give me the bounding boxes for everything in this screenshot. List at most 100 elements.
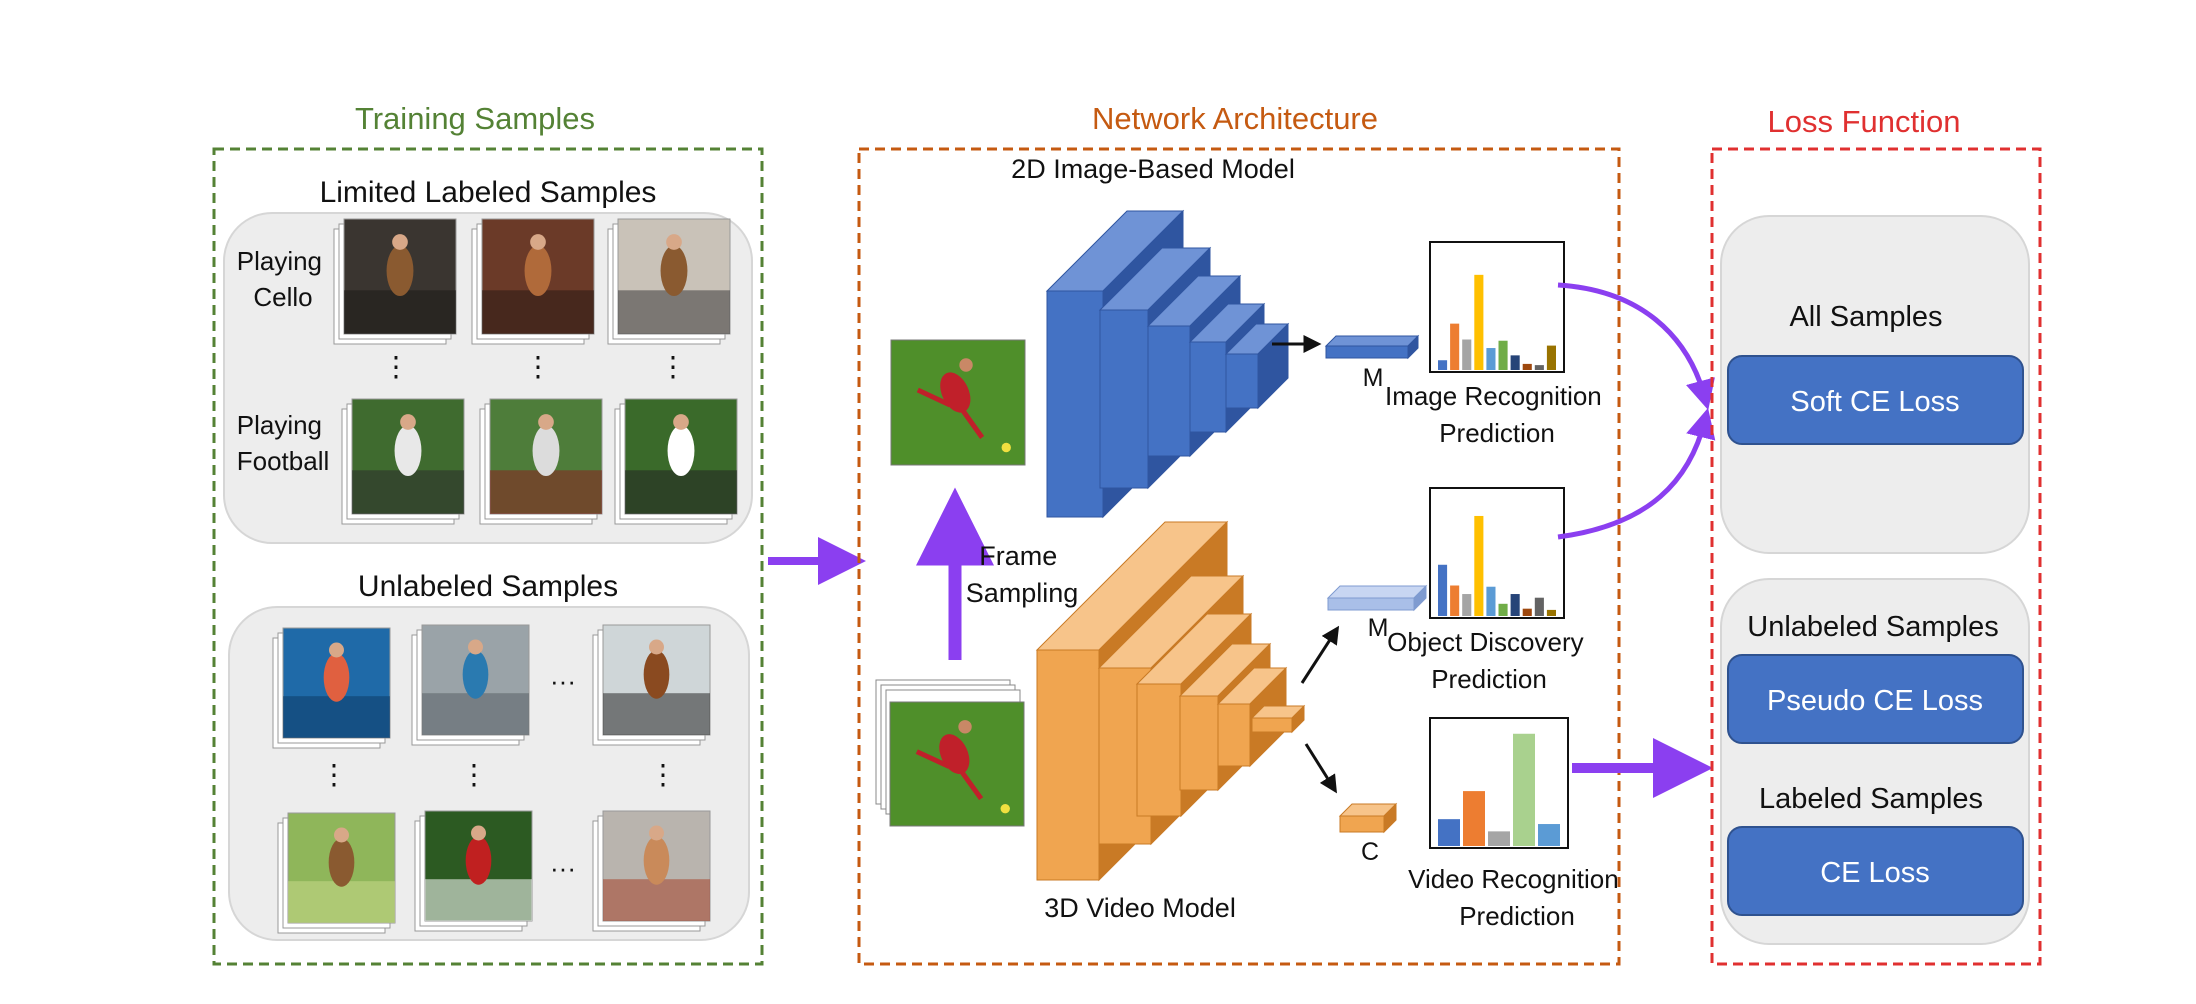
vdots-labeled-2: ⋮ [524, 351, 552, 382]
training-samples-title: Training Samples [355, 101, 595, 136]
input-video-clip [875, 679, 1025, 827]
all-samples-label: All Samples [1789, 301, 1942, 333]
thumbnail-cello-2 [471, 218, 595, 345]
image-prediction-label: Image Recognition Prediction [1385, 381, 1609, 448]
histogram-bar [1522, 608, 1532, 616]
thumbnail-ground [425, 879, 532, 921]
layer-front-face [1179, 695, 1219, 791]
histogram-bar [1534, 365, 1544, 370]
pseudo-ce-loss-label: Pseudo CE Loss [1767, 685, 1983, 717]
thumbnail-ground [422, 693, 529, 735]
class-label-cello-line1: Playing [237, 246, 322, 276]
layer-front-face [1136, 683, 1182, 817]
layer-front-face [1251, 717, 1293, 733]
model-2d-cnn [1045, 209, 1290, 519]
thumbnail-ground [490, 470, 602, 514]
histogram-bar [1522, 363, 1532, 370]
thumbnail-head [334, 827, 349, 843]
video-prediction-label: Video Recognition Prediction [1408, 864, 1626, 931]
thumbnail-swimming [272, 627, 391, 749]
image-prediction-line2: Prediction [1439, 418, 1555, 448]
histogram-bar [1546, 345, 1556, 370]
sampled-frame-image [890, 339, 1026, 466]
histogram-bar [1450, 585, 1460, 616]
video-feature-vector [1338, 802, 1398, 834]
class-label-football-line1: Playing [237, 410, 322, 440]
vdots-labeled-1: ⋮ [382, 351, 410, 382]
player-head [959, 358, 973, 372]
hdots-unlabeled-1: ··· [550, 666, 576, 696]
layer-front-face [1189, 341, 1227, 433]
soft-ce-loss-box [1727, 355, 2024, 445]
layer-front-face [1217, 703, 1251, 767]
thumbnail-cello-1 [333, 218, 457, 345]
model-3d-label: 3D Video Model [1044, 893, 1236, 923]
layer-front-face [1325, 345, 1409, 359]
ce-loss-label: CE Loss [1820, 857, 1930, 889]
feature-m-object-label: M [1368, 614, 1389, 642]
arrow-3d-to-object-feature [1300, 625, 1340, 684]
frame-sampling-line1: Frame [979, 541, 1057, 571]
feature-c-label: C [1361, 838, 1379, 866]
thumbnail-subject [328, 838, 355, 887]
player-head [958, 720, 972, 734]
layer-front-face [1225, 353, 1259, 409]
histogram-bar [1438, 819, 1460, 846]
player-leg [958, 406, 985, 439]
layer-top-face [1326, 585, 1428, 599]
thumbnail-head [400, 414, 416, 430]
histogram-bar [1438, 360, 1448, 370]
network-architecture-border [857, 147, 1621, 966]
histogram-bar [1498, 340, 1508, 370]
object-discovery-histogram [1429, 487, 1565, 619]
thumbnail-head [538, 414, 554, 430]
network-architecture-title: Network Architecture [1092, 101, 1378, 136]
network-architecture-section: Network Architecture 2D Image-Based Mode… [857, 101, 1626, 966]
labeled-thumbnails [333, 218, 738, 525]
thumbnail-subject [667, 425, 695, 477]
histogram-bar [1510, 594, 1520, 616]
thumbnail-ground [482, 290, 594, 334]
video-recognition-histogram [1429, 717, 1569, 849]
layer-front-face [1099, 309, 1149, 489]
thumbnail-ground [283, 696, 390, 738]
feature-m-image-label: M [1363, 364, 1384, 392]
arrow-3d-to-video-feature [1304, 743, 1337, 794]
image-feature-bar [1324, 334, 1420, 360]
thumbnail-ground [625, 470, 737, 514]
model-3d-cnn [1035, 520, 1306, 882]
player-leg [916, 387, 952, 408]
video-prediction-line1: Video Recognition [1408, 864, 1619, 894]
histogram-bar [1498, 603, 1508, 616]
thumbnail-violin [592, 624, 711, 746]
training-samples-section: Training Samples Limited Labeled Samples… [212, 101, 764, 966]
thumbnail-football-2 [479, 398, 603, 525]
object-prediction-label: Object Discovery Prediction [1387, 627, 1591, 694]
ce-loss-box [1727, 826, 2024, 916]
layer-front-face [1036, 649, 1100, 881]
vdots-unlabeled-1: ⋮ [320, 759, 348, 790]
ball [1000, 803, 1010, 814]
vdots-labeled-3: ⋮ [659, 351, 687, 382]
soft-ce-loss-label: Soft CE Loss [1790, 386, 1959, 418]
class-label-football: Playing Football [237, 410, 330, 476]
histogram-bar [1450, 323, 1460, 370]
frame-sampling-label: Frame Sampling [966, 541, 1079, 608]
histogram-bar [1486, 586, 1496, 616]
object-prediction-line1: Object Discovery [1387, 627, 1584, 657]
frame-sampling-line2: Sampling [966, 578, 1079, 608]
thumbnail-head [530, 234, 546, 250]
object-feature-vector [1326, 584, 1428, 612]
unlabeled-samples-loss-label: Unlabeled Samples [1747, 611, 1998, 643]
thumbnail-subject [465, 836, 492, 885]
arrow-object-prediction-to-soft-ce [1557, 407, 1716, 540]
thumbnail-ground [288, 881, 395, 923]
thumbnail-head [666, 234, 682, 250]
thumbnail-head [471, 825, 486, 841]
player-leg [915, 749, 951, 769]
thumbnail-subject [660, 245, 688, 297]
thumbnail-head [649, 639, 664, 655]
thumbnail-subject [643, 650, 670, 699]
image-feature-vector [1324, 334, 1420, 360]
